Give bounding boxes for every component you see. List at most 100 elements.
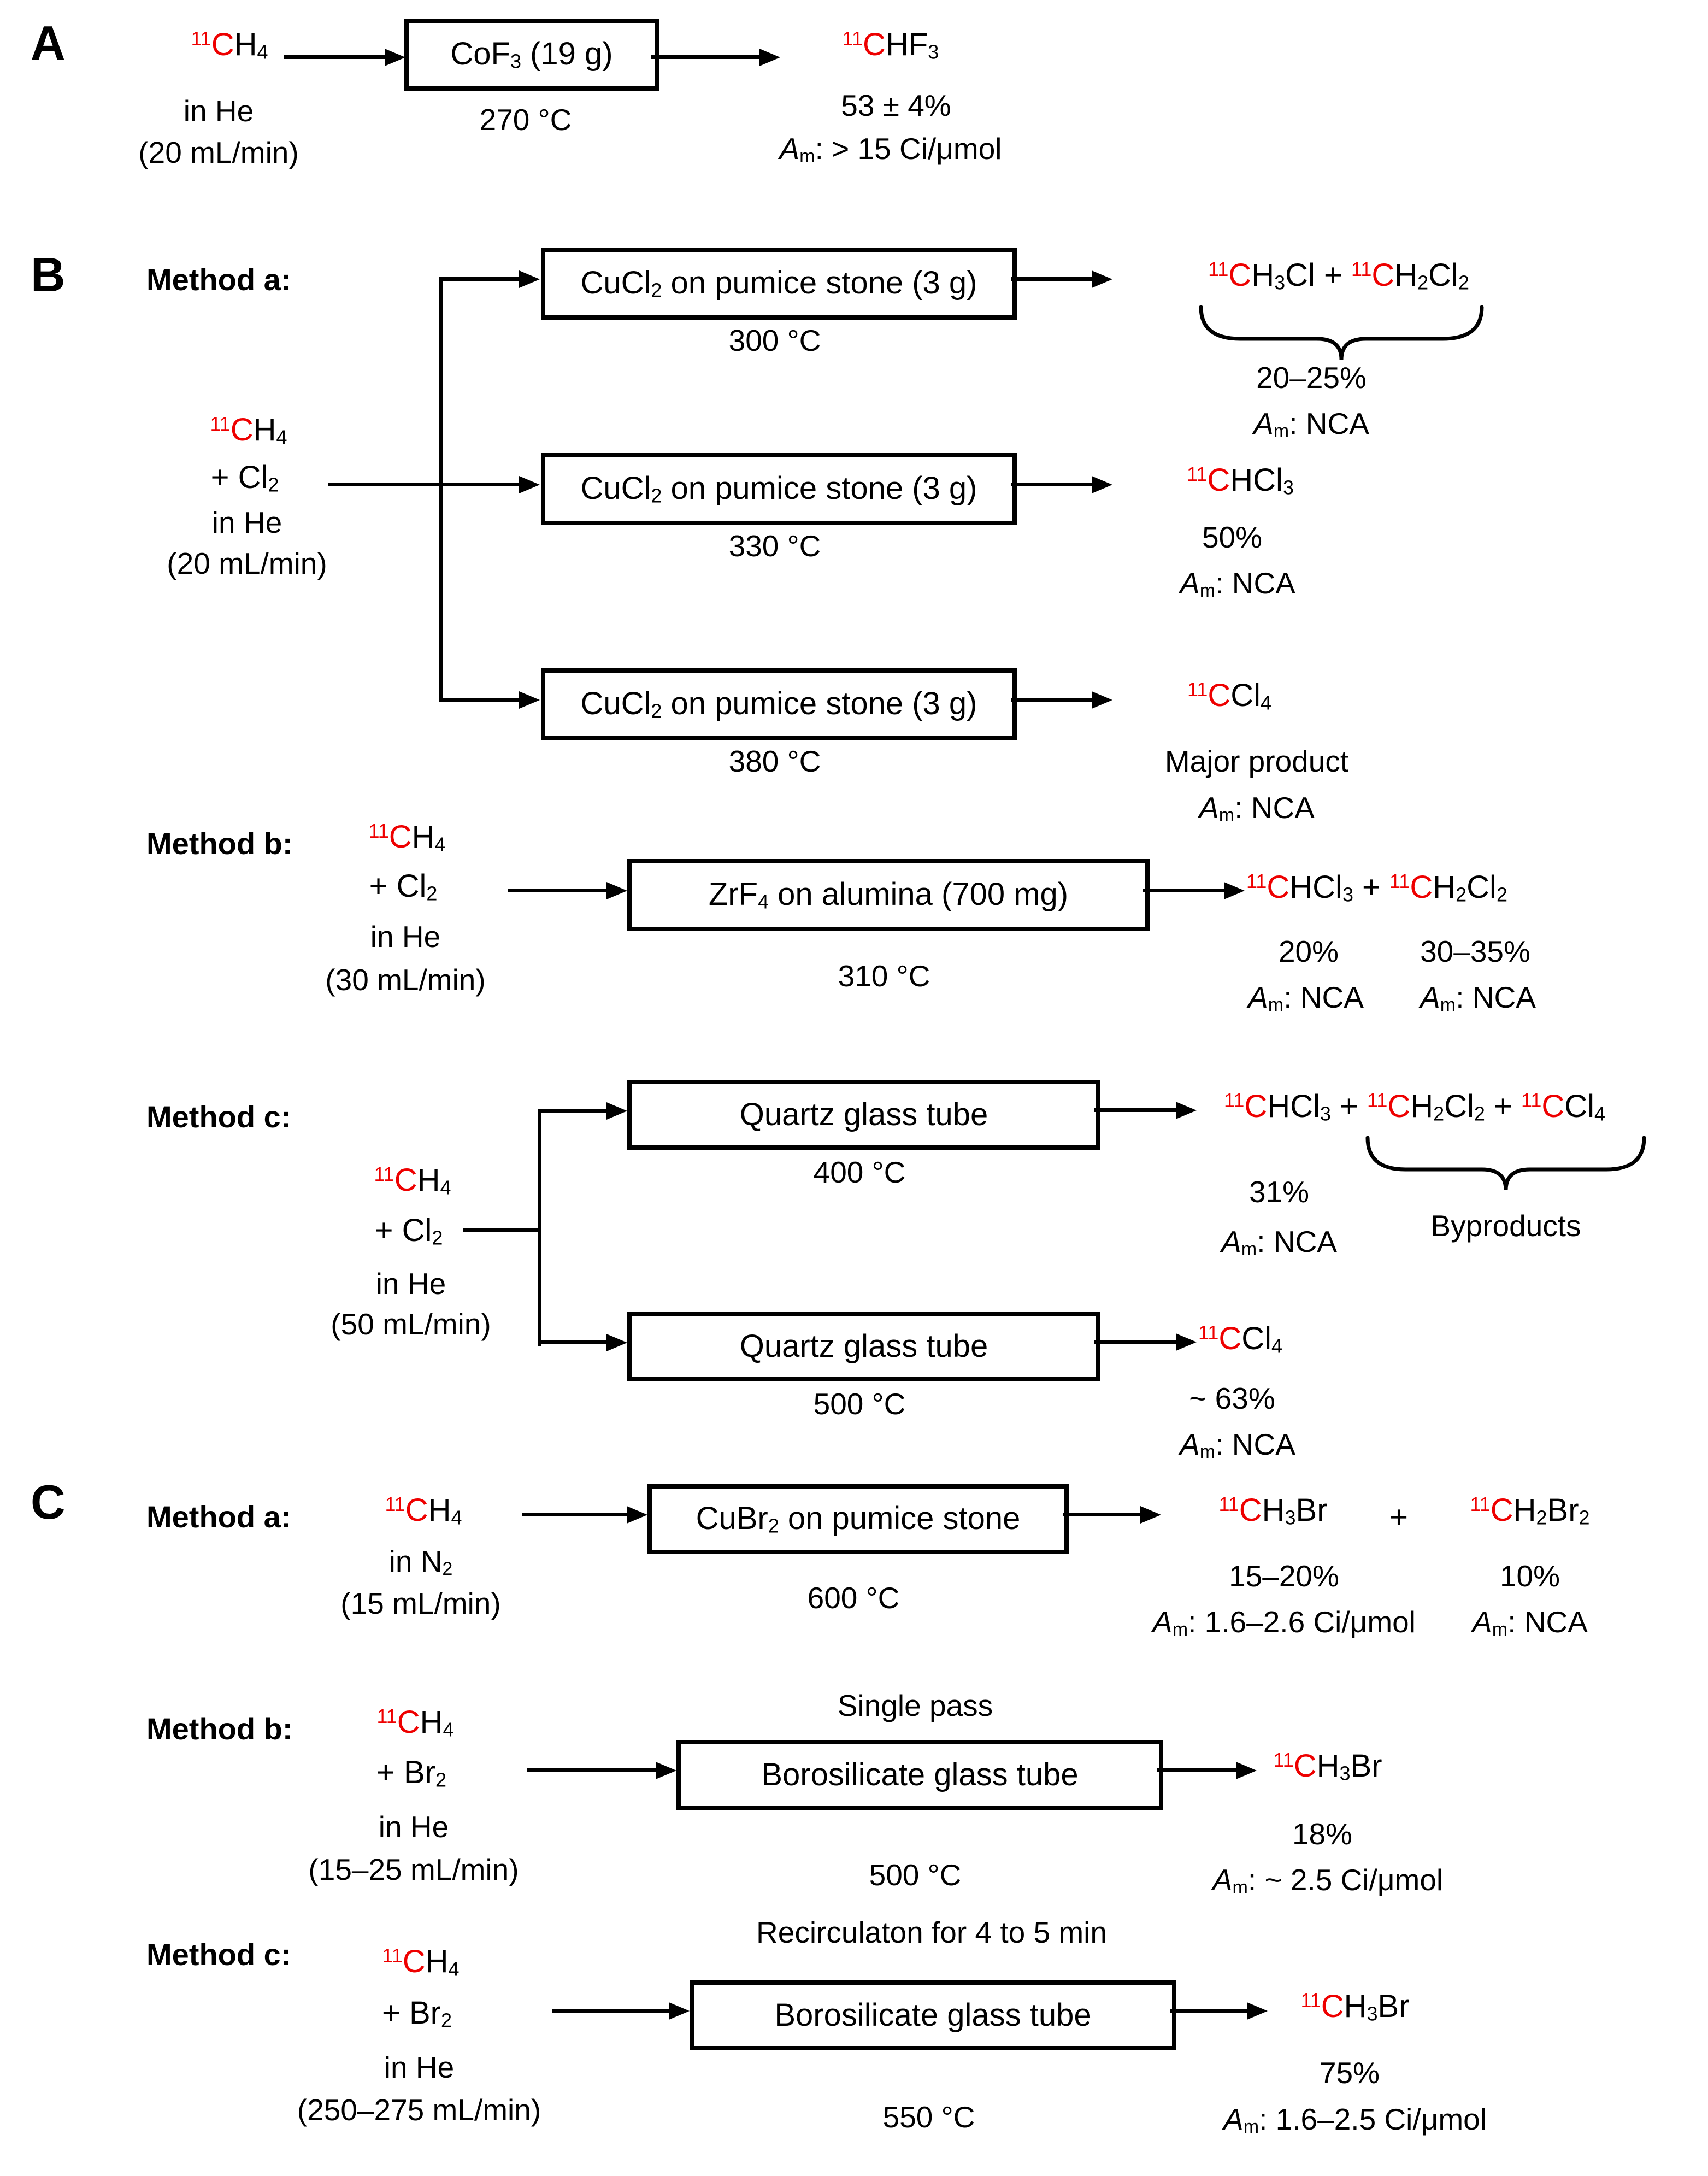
method-c-label: Method c: [146,1937,291,1972]
split-line [439,277,443,702]
molar-activity-text: Am: NCA [1180,566,1295,602]
flow-arrow [439,698,519,702]
flow-rate-text: (250–275 mL/min) [297,2093,541,2127]
yield-text: 10% [1499,1559,1560,1593]
flow-arrow [522,1513,627,1516]
yield-text: 20–25% [1256,361,1367,395]
product-formula-ch3cl-ch2cl2: 11CH3Cl + 11CH2Cl2 [1208,257,1469,294]
method-b-label: Method b: [146,826,293,861]
molar-activity-text: Am: NCA [1472,1605,1588,1640]
condition-temp: 380 °C [728,744,821,778]
reactor-label: CuCl2 on pumice stone (3 g) [580,686,977,722]
byproducts-label: Byproducts [1430,1209,1581,1243]
section-b-label: B [31,248,66,302]
split-line [538,1109,541,1346]
reactant-formula-cl2: + Cl2 [374,1213,443,1249]
flow-arrow [1063,1513,1140,1516]
section-a-label: A [31,16,66,70]
flow-arrow [508,889,606,892]
flow-arrow [1011,483,1092,486]
reactor-label: Quartz glass tube [739,1097,988,1133]
underbrace [1199,305,1484,360]
reactor-box-borosilicate: Borosilicate glass tube [676,1740,1163,1810]
yield-text: 53 ± 4% [841,89,951,122]
reactant-formula-br2: + Br2 [376,1755,446,1791]
carrier-gas-text: in N2 [388,1544,453,1580]
flow-arrow [328,483,519,486]
yield-text: ~ 63% [1189,1381,1275,1415]
flow-arrow [439,277,519,281]
reactant-formula-ch4: 11CH4 [191,27,268,63]
condition-temp: 500 °C [813,1387,906,1421]
condition-temp: 550 °C [882,2100,975,2134]
carrier-gas-text: in He [375,1267,446,1301]
reactant-formula-ch4: 11CH4 [210,412,287,449]
flow-rate-text: (20 mL/min) [167,546,327,580]
flow-arrow [1094,1108,1176,1112]
yield-text: 15–20% [1229,1559,1339,1593]
product-formula-ccl4: 11CCl4 [1198,1321,1282,1357]
reactor-label: Borosilicate glass tube [761,1757,1079,1793]
yield-text: 18% [1292,1817,1353,1851]
flow-arrow [284,55,385,59]
reactor-box-cucl2: CuCl2 on pumice stone (3 g) [541,453,1017,525]
reactor-box-borosilicate: Borosilicate glass tube [690,1980,1176,2050]
reactor-label: ZrF4 on alumina (700 mg) [708,877,1069,913]
carrier-gas-text: in He [211,505,282,539]
product-formula-ch2br2: 11CH2Br2 [1470,1492,1590,1529]
flow-arrow [1143,889,1224,892]
flow-rate-text: (20 mL/min) [138,136,299,169]
underbrace [1365,1136,1646,1191]
flow-arrow [552,2009,669,2013]
flow-arrow [527,1768,656,1772]
product-formula-ch3br: 11CH3Br [1300,1989,1410,2025]
condition-temp: 270 °C [479,103,572,137]
condition-temp: 300 °C [728,324,821,357]
reactor-label: CuCl2 on pumice stone (3 g) [580,265,977,302]
carrier-gas-text: in He [183,94,254,128]
flow-rate-text: (50 mL/min) [331,1307,491,1341]
method-c-label: Method c: [146,1099,291,1134]
yield-text: 30–35% [1420,934,1530,968]
product-formula-ccl4: 11CCl4 [1187,678,1271,714]
plus-sign: + [1389,1499,1408,1535]
reactor-box-cucl2: CuCl2 on pumice stone (3 g) [541,668,1017,740]
reactant-formula-ch4: 11CH4 [368,819,446,856]
split-line [463,1228,540,1232]
molar-activity-text: Am: 1.6–2.6 Ci/μmol [1152,1605,1416,1640]
molar-activity-text: Am: NCA [1199,791,1315,826]
reactor-box-zrf4: ZrF4 on alumina (700 mg) [627,859,1150,931]
reactant-formula-ch4: 11CH4 [385,1492,462,1529]
reactor-label: Borosilicate glass tube [774,1997,1092,2033]
reactant-formula-cl2: + Cl2 [210,460,279,496]
flow-arrow [1011,277,1092,281]
flow-arrow [1170,2009,1247,2013]
reactant-formula-ch4: 11CH4 [374,1162,451,1199]
molar-activity-text: Am: NCA [1248,980,1364,1016]
carrier-gas-text: in He [384,2050,455,2084]
molar-activity-text: Am: NCA [1221,1225,1337,1260]
method-a-label: Method a: [146,1499,291,1534]
product-formula-ch3br: 11CH3Br [1218,1492,1328,1529]
reactant-formula-br2: + Br2 [382,1995,452,2032]
flow-arrow [538,1340,606,1344]
condition-temp: 310 °C [838,959,930,993]
molar-activity-text: Am: NCA [1420,980,1536,1016]
reactant-formula-ch4: 11CH4 [376,1704,454,1741]
condition-temp: 400 °C [813,1155,906,1189]
product-formula-chcl3-ch2cl2-ccl4: 11CHCl3 + 11CH2Cl2 + 11CCl4 [1224,1089,1605,1125]
reactant-formula-cl2: + Cl2 [369,868,438,905]
reactor-box-quartz: Quartz glass tube [627,1080,1100,1150]
condition-temp: 500 °C [869,1858,962,1892]
molar-activity-text: Am: 1.6–2.5 Ci/μmol [1223,2102,1487,2138]
reactor-box-quartz: Quartz glass tube [627,1312,1100,1381]
yield-text: 31% [1248,1175,1310,1209]
yield-text: Major product [1164,744,1349,778]
method-a-label: Method a: [146,262,291,297]
flow-arrow [1157,1768,1236,1772]
flow-rate-text: (15 mL/min) [340,1586,501,1620]
carrier-gas-text: in He [378,1810,449,1844]
carrier-gas-text: in He [370,920,441,954]
product-formula-ch3br: 11CH3Br [1273,1748,1382,1785]
